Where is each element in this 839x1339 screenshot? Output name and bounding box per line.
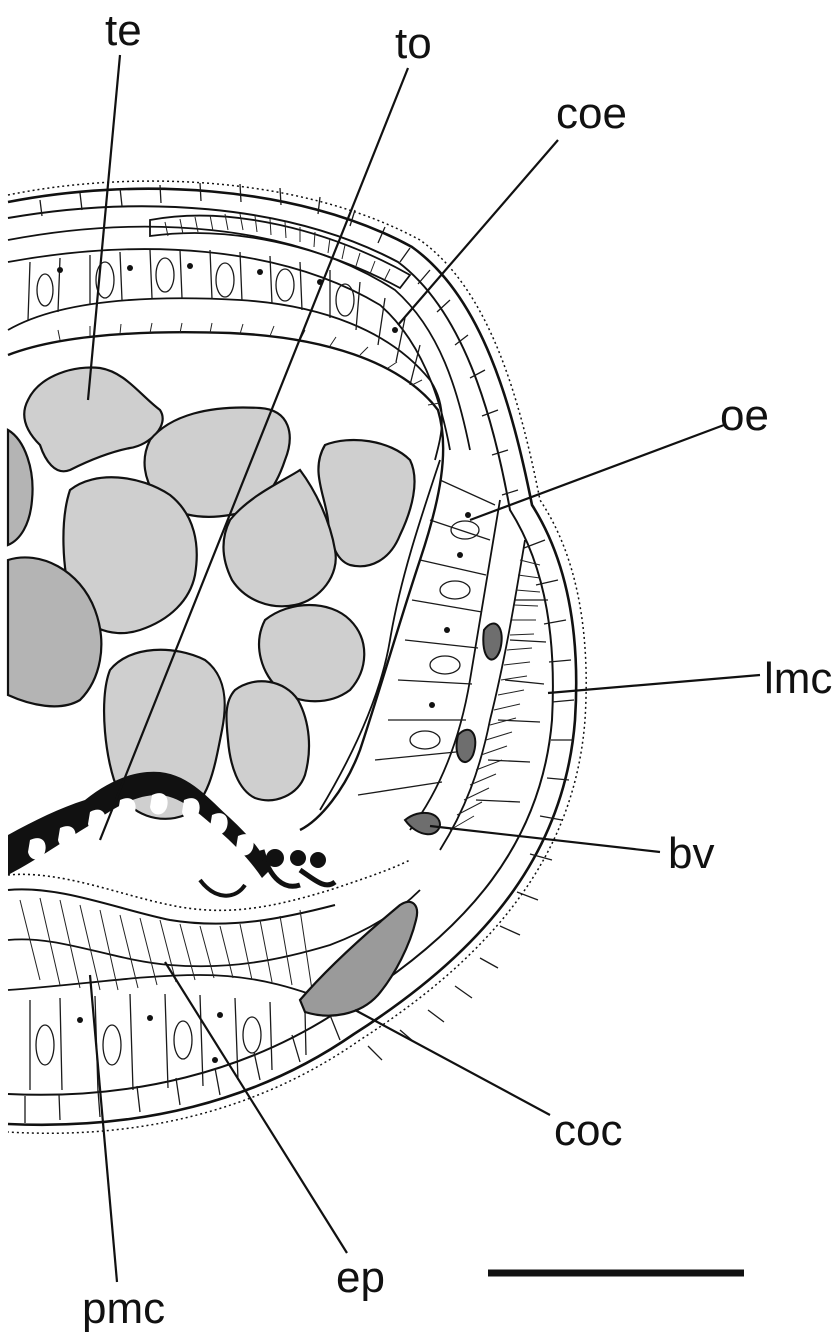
label-to: to	[395, 19, 432, 68]
label-te: te	[105, 6, 142, 55]
leader-coe	[398, 140, 558, 325]
leader-lmc	[548, 675, 760, 693]
blood-vessel-1	[483, 624, 501, 660]
label-coe: coe	[556, 89, 627, 138]
leader-coc	[355, 1010, 550, 1115]
label-pmc: pmc	[82, 1284, 165, 1333]
lateral-muscle-band	[440, 540, 548, 850]
label-lmc: lmc	[764, 654, 832, 703]
blood-vessel-2	[457, 730, 476, 762]
tentacle-10	[226, 681, 309, 800]
leader-pmc	[90, 975, 117, 1282]
tentacle-6	[8, 430, 33, 545]
label-oe: oe	[720, 391, 769, 440]
blood-vessel-bv	[405, 813, 440, 834]
tentacle-te	[24, 367, 162, 471]
label-ep: ep	[336, 1253, 385, 1302]
leader-bv	[430, 826, 660, 852]
label-coc: coc	[554, 1106, 622, 1155]
tentacle-cross-sections	[8, 367, 415, 818]
black-band	[8, 772, 270, 878]
label-bv: bv	[668, 829, 714, 878]
coelomic-cavity-coc	[300, 902, 417, 1016]
leader-oe	[470, 425, 724, 520]
